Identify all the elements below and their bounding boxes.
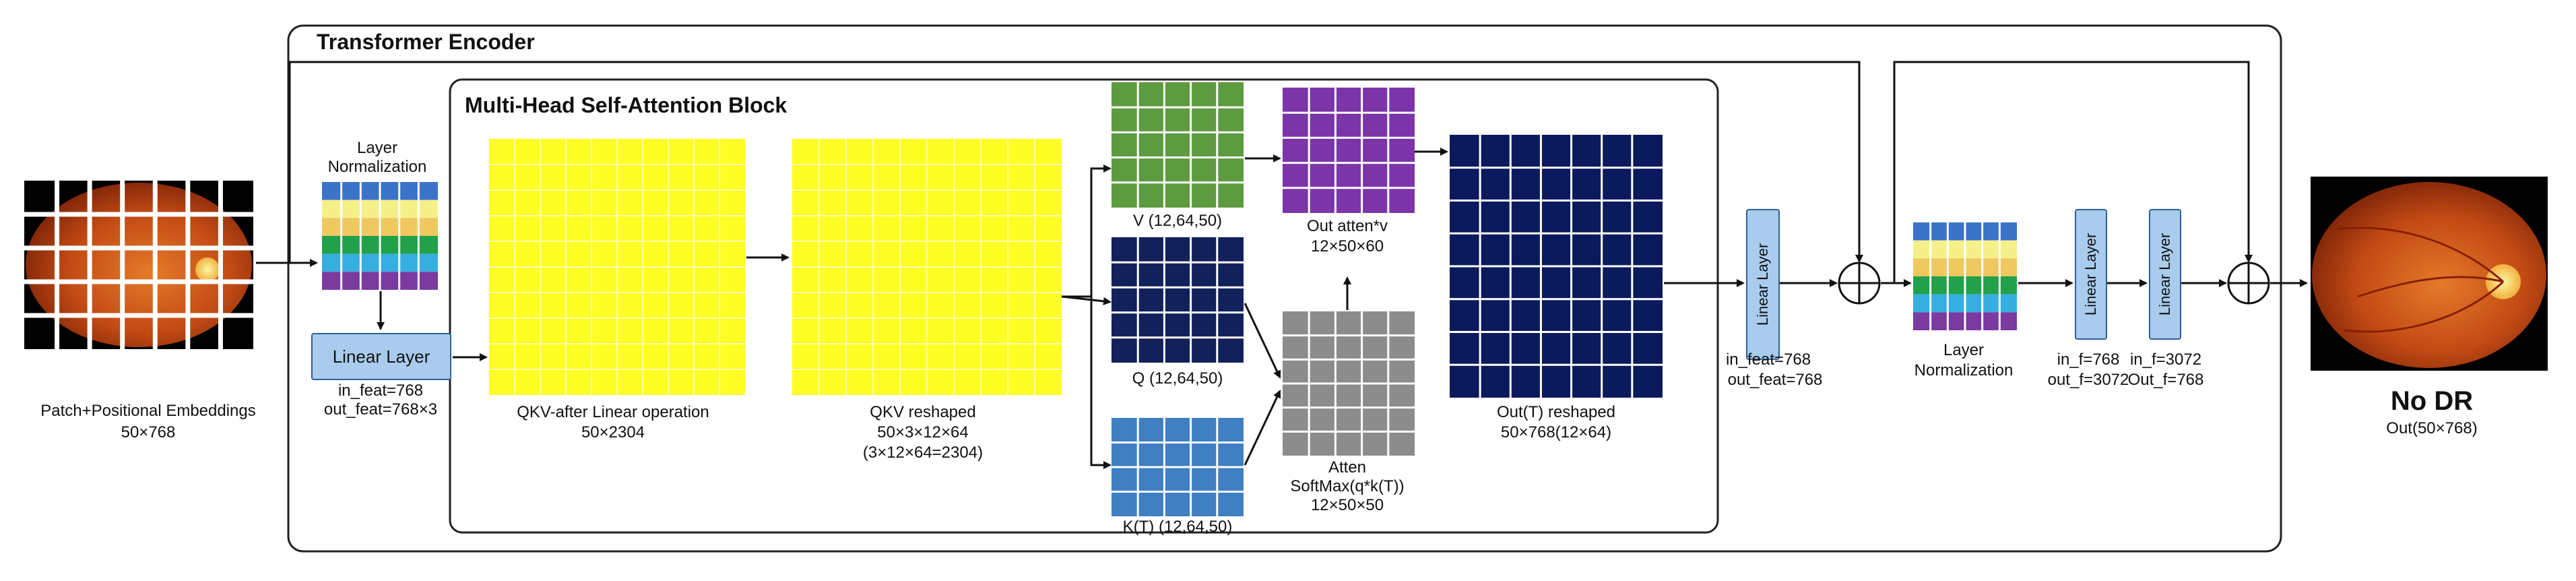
input-dims: 50×768 [121,423,176,441]
linear-4-out-f: Out_f=768 [2127,371,2204,389]
qkv-reshaped-dims: 50×3×12×64 [877,423,969,441]
input-label: Patch+Positional Embeddings [40,402,256,420]
out-t-dims: 50×768(12×64) [1500,423,1612,441]
layer-norm-2-line2: Normalization [1914,361,2014,379]
mhsa-title: Multi-Head Self-Attention Block [465,93,787,117]
out-atten-v-grid [1283,88,1415,213]
qkv-reshaped-grid [792,139,1062,395]
transformer-encoder-box [287,24,2282,553]
linear-layer-3-label: Linear Layer [2082,233,2099,316]
output-fundus-image [2311,177,2548,371]
linear-4-in-f: in_f=3072 [2129,350,2202,369]
layer-norm-1-block [322,182,438,290]
linear-1-out-feat: out_feat=768×3 [323,400,438,419]
atten-grid [1283,311,1415,456]
atten-dims: 12×50×50 [1310,496,1384,514]
linear-2-in-feat: in_feat=768 [1725,350,1811,369]
encoder-title: Transformer Encoder [317,30,535,54]
input-fundus-image [24,181,253,349]
qkv-reshaped-label: QKV reshaped [870,403,976,421]
layer-norm-2-block [1913,222,2017,330]
v-grid [1112,82,1244,208]
qkv-dims: 50×2304 [581,423,645,441]
q-grid [1112,237,1244,363]
layer-norm-1-line1: Layer [356,139,398,157]
out-atten-v-dims: 12×50×60 [1310,237,1384,255]
linear-layer-2-label: Linear Layer [1754,243,1771,326]
output-class-label: No DR [2390,386,2474,416]
residual-add-2-icon [2227,262,2270,305]
oav-grid-fill [1283,88,1415,213]
linear-layer-2: Linear Layer [1746,209,1780,360]
linear-3-in-f: in_f=768 [2057,350,2120,369]
q-grid-fill [1112,237,1244,363]
linear-layer-4-label: Linear Layer [2156,233,2173,316]
qkv-reshaped-note: (3×12×64=2304) [862,444,984,462]
qkv-linear-grid [489,139,745,395]
linear-layer-3: Linear Layer [2075,209,2107,340]
v-label: V (12,64,50) [1132,212,1223,230]
residual-add-1-icon [1838,262,1881,305]
linear-1-in-feat: in_feat=768 [337,381,424,400]
out-atten-v-label: Out atten*v [1306,217,1388,235]
out-t-label: Out(T) reshaped [1496,403,1616,421]
qkv-label: QKV-after Linear operation [517,403,709,421]
linear-layer-4: Linear Layer [2149,209,2181,340]
v-grid-fill [1112,82,1244,208]
linear-3-out-f: out_f=3072 [2047,371,2129,389]
connector-arrows [256,61,2308,469]
atten-line2: SoftMax(q*k(T)) [1290,477,1405,495]
atten-line1: Atten [1328,458,1367,477]
q-label: Q (12,64,50) [1132,369,1223,388]
linear-layer-1: Linear Layer [311,333,451,380]
k-label: K(T) (12,64,50) [1122,518,1233,536]
linear-2-out-feat: out_feat=768 [1727,371,1823,389]
output-dims: Out(50×768) [2386,419,2478,437]
layer-norm-2-line1: Layer [1943,341,1985,359]
out-t-grid [1450,135,1663,398]
mhsa-block-box [449,78,1719,534]
layer-norm-1-line2: Normalization [327,158,427,176]
k-grid [1112,418,1244,516]
